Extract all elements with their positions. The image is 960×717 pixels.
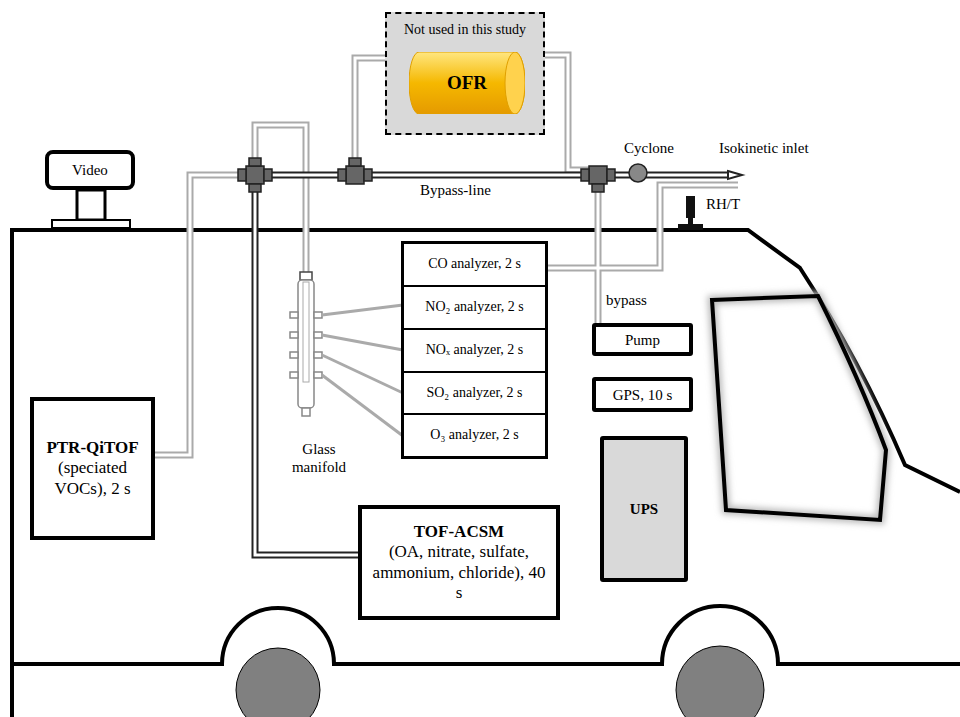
box-title: Video [72,161,108,179]
instrument-box: NOₓ analyzer, 2 s [403,329,546,372]
part-label: Isokinetic inlet [717,140,811,157]
part-label: Bypass-line [418,182,493,199]
instrument-box: Not used in this studyOFR [385,12,545,135]
box-title: PTR-QiTOF [46,438,138,458]
instrument-box: TOF-ACSM(OA, nitrate, sulfate, ammonium,… [358,505,560,620]
box-detail: (OA, nitrate, sulfate, ammonium, chlorid… [368,542,550,603]
box-detail: (speciated VOCs), 2 s [40,458,145,499]
instrument-box: Pump [592,323,693,356]
box-title: SO₂ analyzer, 2 s [426,385,522,402]
box-title: UPS [630,500,658,518]
instrument-box: CO analyzer, 2 s [403,243,546,286]
box-title: Pump [625,331,660,349]
box-title: OFR [447,72,487,95]
box-title: NO₂ analyzer, 2 s [425,299,523,316]
box-title: O₃ analyzer, 2 s [430,427,518,444]
part-label: RH/T [704,196,742,213]
instrument-box: O₃ analyzer, 2 s [403,414,546,457]
instrument-box: SO₂ analyzer, 2 s [403,372,546,414]
instrument-box: PTR-QiTOF(speciated VOCs), 2 s [30,397,155,540]
box-title: CO analyzer, 2 s [428,256,521,273]
box-title: Not used in this study [404,22,526,39]
instrument-box: UPS [600,436,688,582]
instrument-box: NO₂ analyzer, 2 s [403,286,546,329]
instrument-box: GPS, 10 s [592,377,693,412]
box-title: NOₓ analyzer, 2 s [426,342,524,359]
part-label: Glass manifold [282,440,356,476]
box-title: TOF-ACSM [414,522,504,542]
reactor-cylinder: OFR [409,52,525,114]
box-title: GPS, 10 s [613,386,673,404]
part-label: Cyclone [622,140,676,157]
part-label: bypass [604,292,649,309]
instrument-box: Video [45,150,135,190]
